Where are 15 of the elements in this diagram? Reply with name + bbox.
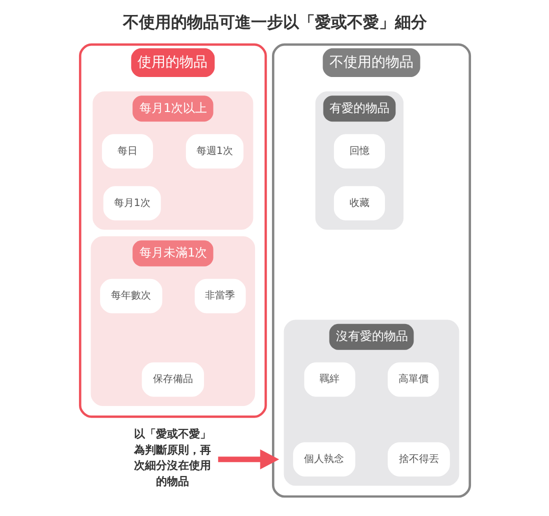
node-box: 每年數次 bbox=[100, 278, 162, 314]
node-box: 回憶 bbox=[333, 134, 384, 168]
node-box: 羈絆 bbox=[304, 362, 355, 397]
node-box: 每月1次 bbox=[102, 186, 160, 220]
node-box: 個人執念 bbox=[292, 442, 355, 477]
node-box: 捨不得丟 bbox=[387, 442, 450, 477]
node-box: 收藏 bbox=[333, 186, 384, 220]
node-box: 保存備品 bbox=[141, 362, 204, 397]
node-text: 以「愛或不愛」為判斷原則，再次細分沒在使用的物品 bbox=[133, 428, 210, 488]
node-box: 每日 bbox=[101, 134, 152, 168]
diagram-title: 不使用的物品可進一步以「愛或不愛」細分 bbox=[122, 12, 426, 32]
node-box: 高單價 bbox=[387, 362, 438, 397]
arrow bbox=[218, 449, 279, 470]
node-box: 每週1次 bbox=[185, 134, 243, 168]
node-box: 非當季 bbox=[194, 278, 246, 314]
